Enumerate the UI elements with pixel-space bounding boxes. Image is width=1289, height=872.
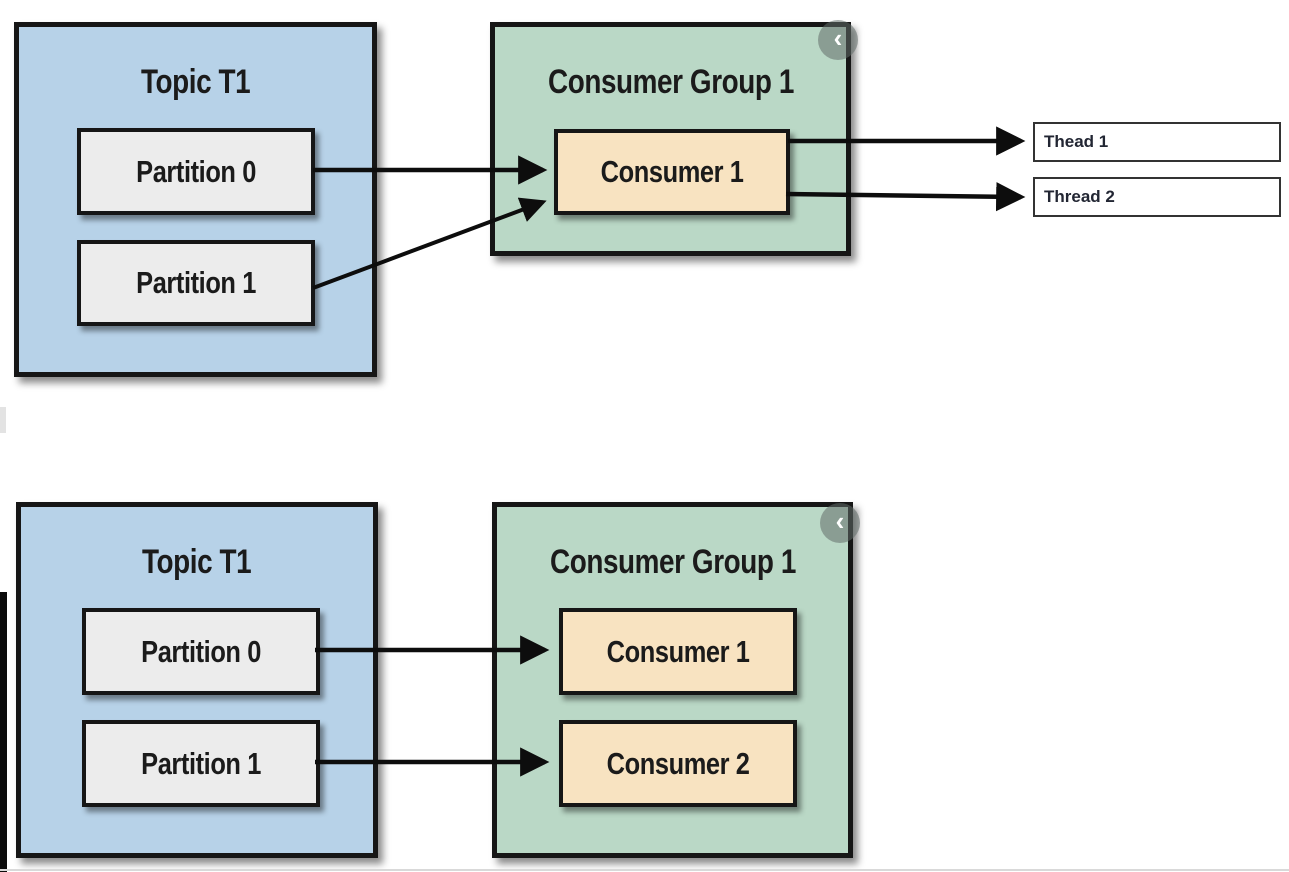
partition-0-box: Partition 0: [77, 128, 315, 215]
thread-1-box: Thead 1: [1033, 122, 1281, 162]
partition-1-box: Partition 1: [82, 720, 320, 807]
thread-2-label: Thread 2: [1044, 187, 1115, 206]
consumer-1-box: Consumer 1: [559, 608, 797, 695]
collapse-chevron-button[interactable]: ‹: [820, 503, 860, 543]
thread-2-box: Thread 2: [1033, 177, 1281, 217]
consumer-group-title: Consumer Group 1: [547, 63, 794, 101]
consumer-group-box-top: Consumer Group 1 Consumer 1: [490, 22, 851, 256]
consumer-group-title: Consumer Group 1: [549, 543, 796, 581]
window-edge-bar: [0, 592, 7, 872]
chevron-left-icon: ‹: [833, 23, 843, 53]
topic-box-bottom: Topic T1 Partition 0 Partition 1: [16, 502, 378, 858]
partition-1-box: Partition 1: [77, 240, 315, 326]
consumer-2-box: Consumer 2: [559, 720, 797, 807]
consumer-1-box: Consumer 1: [554, 129, 790, 215]
chevron-left-icon: ‹: [835, 506, 845, 536]
topic-box-top: Topic T1 Partition 0 Partition 1: [14, 22, 377, 377]
thread-1-label: Thead 1: [1044, 132, 1109, 151]
consumer-group-box-bottom: Consumer Group 1 Consumer 1 Consumer 2: [492, 502, 853, 858]
bottom-hairline: [0, 869, 1289, 871]
collapse-chevron-button[interactable]: ‹: [818, 20, 858, 60]
edge-artifact-strip: [0, 407, 6, 433]
topic-title: Topic T1: [140, 63, 251, 101]
partition-0-box: Partition 0: [82, 608, 320, 695]
topic-title: Topic T1: [142, 543, 252, 581]
